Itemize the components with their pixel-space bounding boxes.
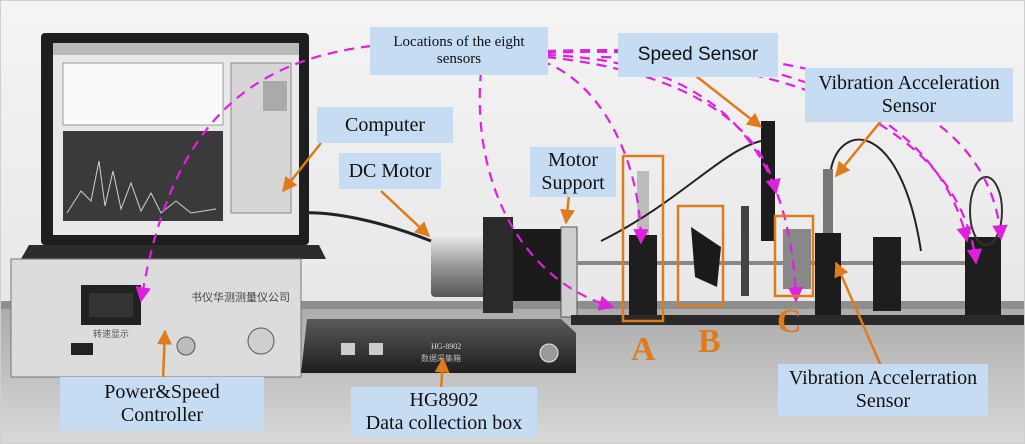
controller-brand-text: 书仪华测测量仪公司 <box>191 290 290 304</box>
power-speed-controller: 书仪华测测量仪公司 转速显示 <box>10 258 302 378</box>
vibration-sensor-top-label: Vibration Acceleration Sensor <box>805 68 1013 122</box>
letter-c: C <box>777 303 802 340</box>
locations-label: Locations of the eight sensors <box>370 27 548 75</box>
power-speed-controller-label: Power&Speed Controller <box>60 377 264 431</box>
dc-motor-label: DC Motor <box>339 153 441 189</box>
letter-b: B <box>698 323 721 360</box>
computer-label: Computer <box>317 107 453 143</box>
letter-a: A <box>631 331 656 368</box>
box-brand-text: 数据采集箱 <box>421 353 461 363</box>
speed-sensor-label: Speed Sensor <box>618 33 778 77</box>
data-collection-box: HG-8902 数据采集箱 <box>301 319 576 373</box>
controller-panel-text: 转速显示 <box>93 328 129 339</box>
box-model-text: HG-8902 <box>431 342 461 351</box>
laptop <box>21 33 326 259</box>
vibration-sensor-bottom-label: Vibration Accelerration Sensor <box>778 364 988 416</box>
hg8902-label: HG8902 Data collection box <box>351 387 537 437</box>
motor-support-label: Motor Support <box>530 147 616 197</box>
